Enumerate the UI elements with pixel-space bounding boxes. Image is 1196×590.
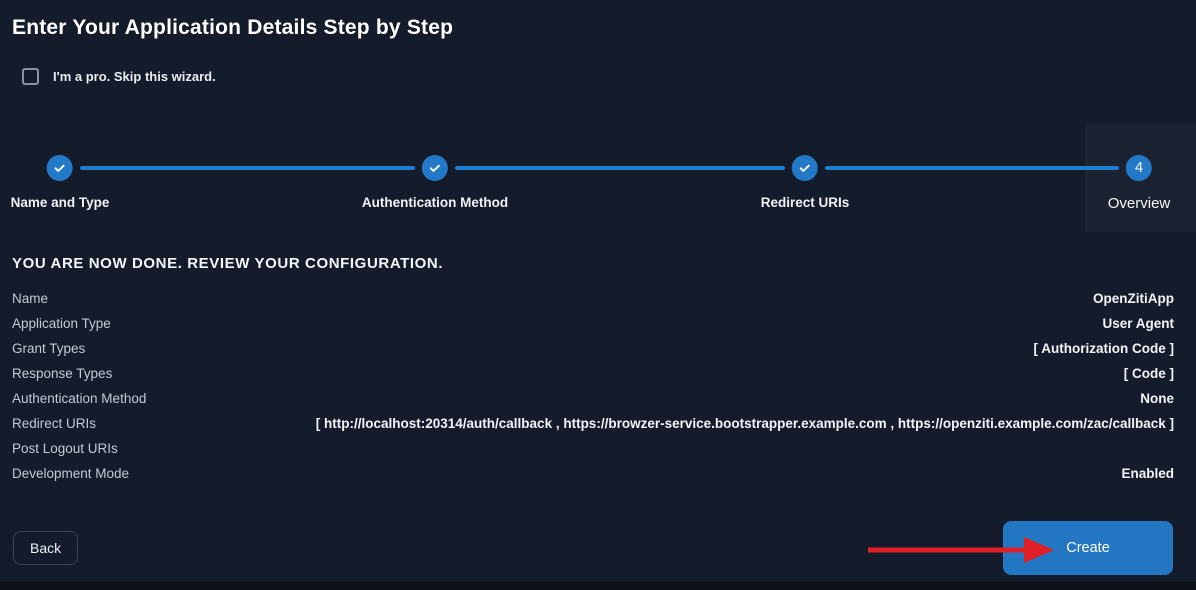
review-row: Authentication Method None	[12, 386, 1174, 411]
stepper-step-0[interactable]: Name and Type	[10, 155, 110, 210]
review-row: Response Types [ Code ]	[12, 361, 1174, 386]
check-icon	[429, 164, 441, 172]
back-button[interactable]: Back	[13, 531, 79, 565]
page-title: Enter Your Application Details Step by S…	[12, 16, 454, 39]
review-row-label: Name	[12, 291, 49, 306]
review-row-label: Response Types	[12, 366, 113, 381]
stepper-steps: Name and Type Authentication Method Redi…	[0, 125, 1196, 232]
stepper-connector	[825, 166, 1119, 170]
step-number: 4	[1134, 159, 1144, 176]
stepper: Name and Type Authentication Method Redi…	[0, 125, 1196, 232]
step-indicator	[792, 155, 818, 181]
review-row-label: Redirect URIs	[12, 416, 97, 431]
stepper-step-2[interactable]: Redirect URIs	[760, 155, 850, 210]
skip-wizard-checkbox[interactable]	[22, 68, 39, 85]
review-rows: Name OpenZitiApp Application Type User A…	[12, 286, 1174, 486]
review-row-value: Enabled	[1121, 466, 1174, 481]
review-row: Grant Types [ Authorization Code ]	[12, 336, 1174, 361]
review-row: Post Logout URIs	[12, 436, 1174, 461]
stepper-connector	[455, 166, 785, 170]
step-indicator	[421, 155, 448, 181]
stepper-step-1[interactable]: Authentication Method	[362, 155, 508, 210]
review-row-value: OpenZitiApp	[1093, 291, 1174, 306]
step-label: Overview	[1107, 195, 1171, 212]
review-row-label: Development Mode	[12, 466, 130, 481]
bottom-edge	[0, 582, 1196, 590]
review-row: Application Type User Agent	[12, 311, 1174, 336]
create-button[interactable]: Create	[1003, 521, 1173, 575]
skip-wizard-row: I'm a pro. Skip this wizard.	[22, 68, 216, 85]
step-indicator: 4	[1125, 155, 1152, 181]
review-row-value: [ http://localhost:20314/auth/callback ,…	[315, 416, 1174, 431]
review-heading: YOU ARE NOW DONE. REVIEW YOUR CONFIGURAT…	[12, 255, 444, 272]
review-row-label: Application Type	[12, 316, 111, 331]
review-row-value: [ Code ]	[1123, 366, 1174, 381]
step-label: Name and Type	[10, 195, 110, 210]
check-icon	[799, 164, 811, 172]
review-row: Name OpenZitiApp	[12, 286, 1174, 311]
check-icon	[54, 164, 66, 172]
review-row: Redirect URIs [ http://localhost:20314/a…	[12, 411, 1174, 436]
step-label: Authentication Method	[361, 195, 509, 210]
review-row: Development Mode Enabled	[12, 461, 1174, 486]
review-row-value: [ Authorization Code ]	[1033, 341, 1174, 356]
review-row-value: None	[1140, 391, 1174, 406]
review-row-value: User Agent	[1102, 316, 1174, 331]
review-row-label: Authentication Method	[12, 391, 147, 406]
review-row-label: Post Logout URIs	[12, 441, 118, 456]
review-row-label: Grant Types	[12, 341, 86, 356]
stepper-connector	[80, 166, 415, 170]
skip-wizard-label: I'm a pro. Skip this wizard.	[53, 69, 216, 84]
step-label: Redirect URIs	[760, 195, 850, 210]
step-indicator	[47, 155, 73, 181]
stepper-step-3[interactable]: 4 Overview	[1107, 155, 1171, 212]
